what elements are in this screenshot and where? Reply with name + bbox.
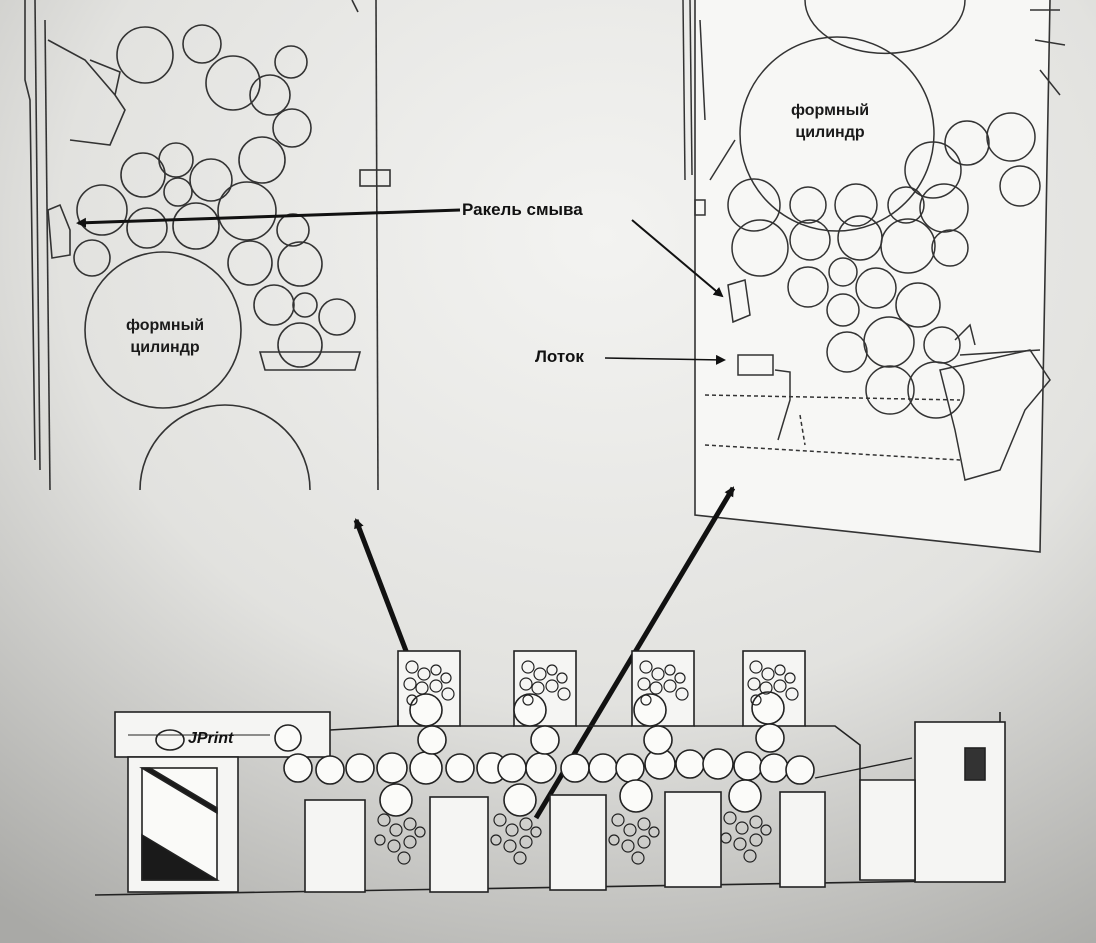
right-roller-group bbox=[727, 112, 1041, 419]
transfer-cylinders bbox=[274, 691, 815, 817]
left-printing-unit-detail bbox=[24, 0, 391, 491]
right-form-cylinder bbox=[739, 36, 935, 232]
left-roller-group bbox=[73, 24, 356, 368]
left-cylinder-label-line1: формный bbox=[125, 317, 205, 334]
left-form-cylinder bbox=[84, 251, 242, 409]
lotok-arrow bbox=[604, 354, 726, 365]
right-printing-unit-detail bbox=[682, 0, 1066, 553]
lotok-label: Лоток bbox=[535, 347, 584, 366]
right-cylinder-label-line1: формный bbox=[790, 102, 870, 119]
left-lower-cylinder bbox=[139, 404, 311, 491]
right-form-cylinder-label: формный цилиндр bbox=[765, 100, 895, 143]
delivery-unit bbox=[859, 712, 1006, 883]
press-overview bbox=[94, 650, 1006, 896]
floor-line bbox=[94, 879, 1001, 896]
left-form-cylinder-label: формный цилиндр bbox=[100, 315, 230, 358]
delivery-chain bbox=[814, 757, 913, 779]
rakel-label: Ракель смыва bbox=[462, 200, 583, 219]
rakel-arrow-left bbox=[76, 208, 461, 228]
rakel-arrow-right bbox=[631, 219, 724, 298]
inking-roller-clusters bbox=[374, 660, 799, 865]
right-cylinder-label-line2: цилиндр bbox=[795, 123, 865, 141]
left-cylinder-label-line2: цилиндр bbox=[130, 338, 200, 356]
right-upper-cylinder bbox=[804, 0, 966, 55]
brand-logo: JPrint bbox=[188, 730, 234, 747]
